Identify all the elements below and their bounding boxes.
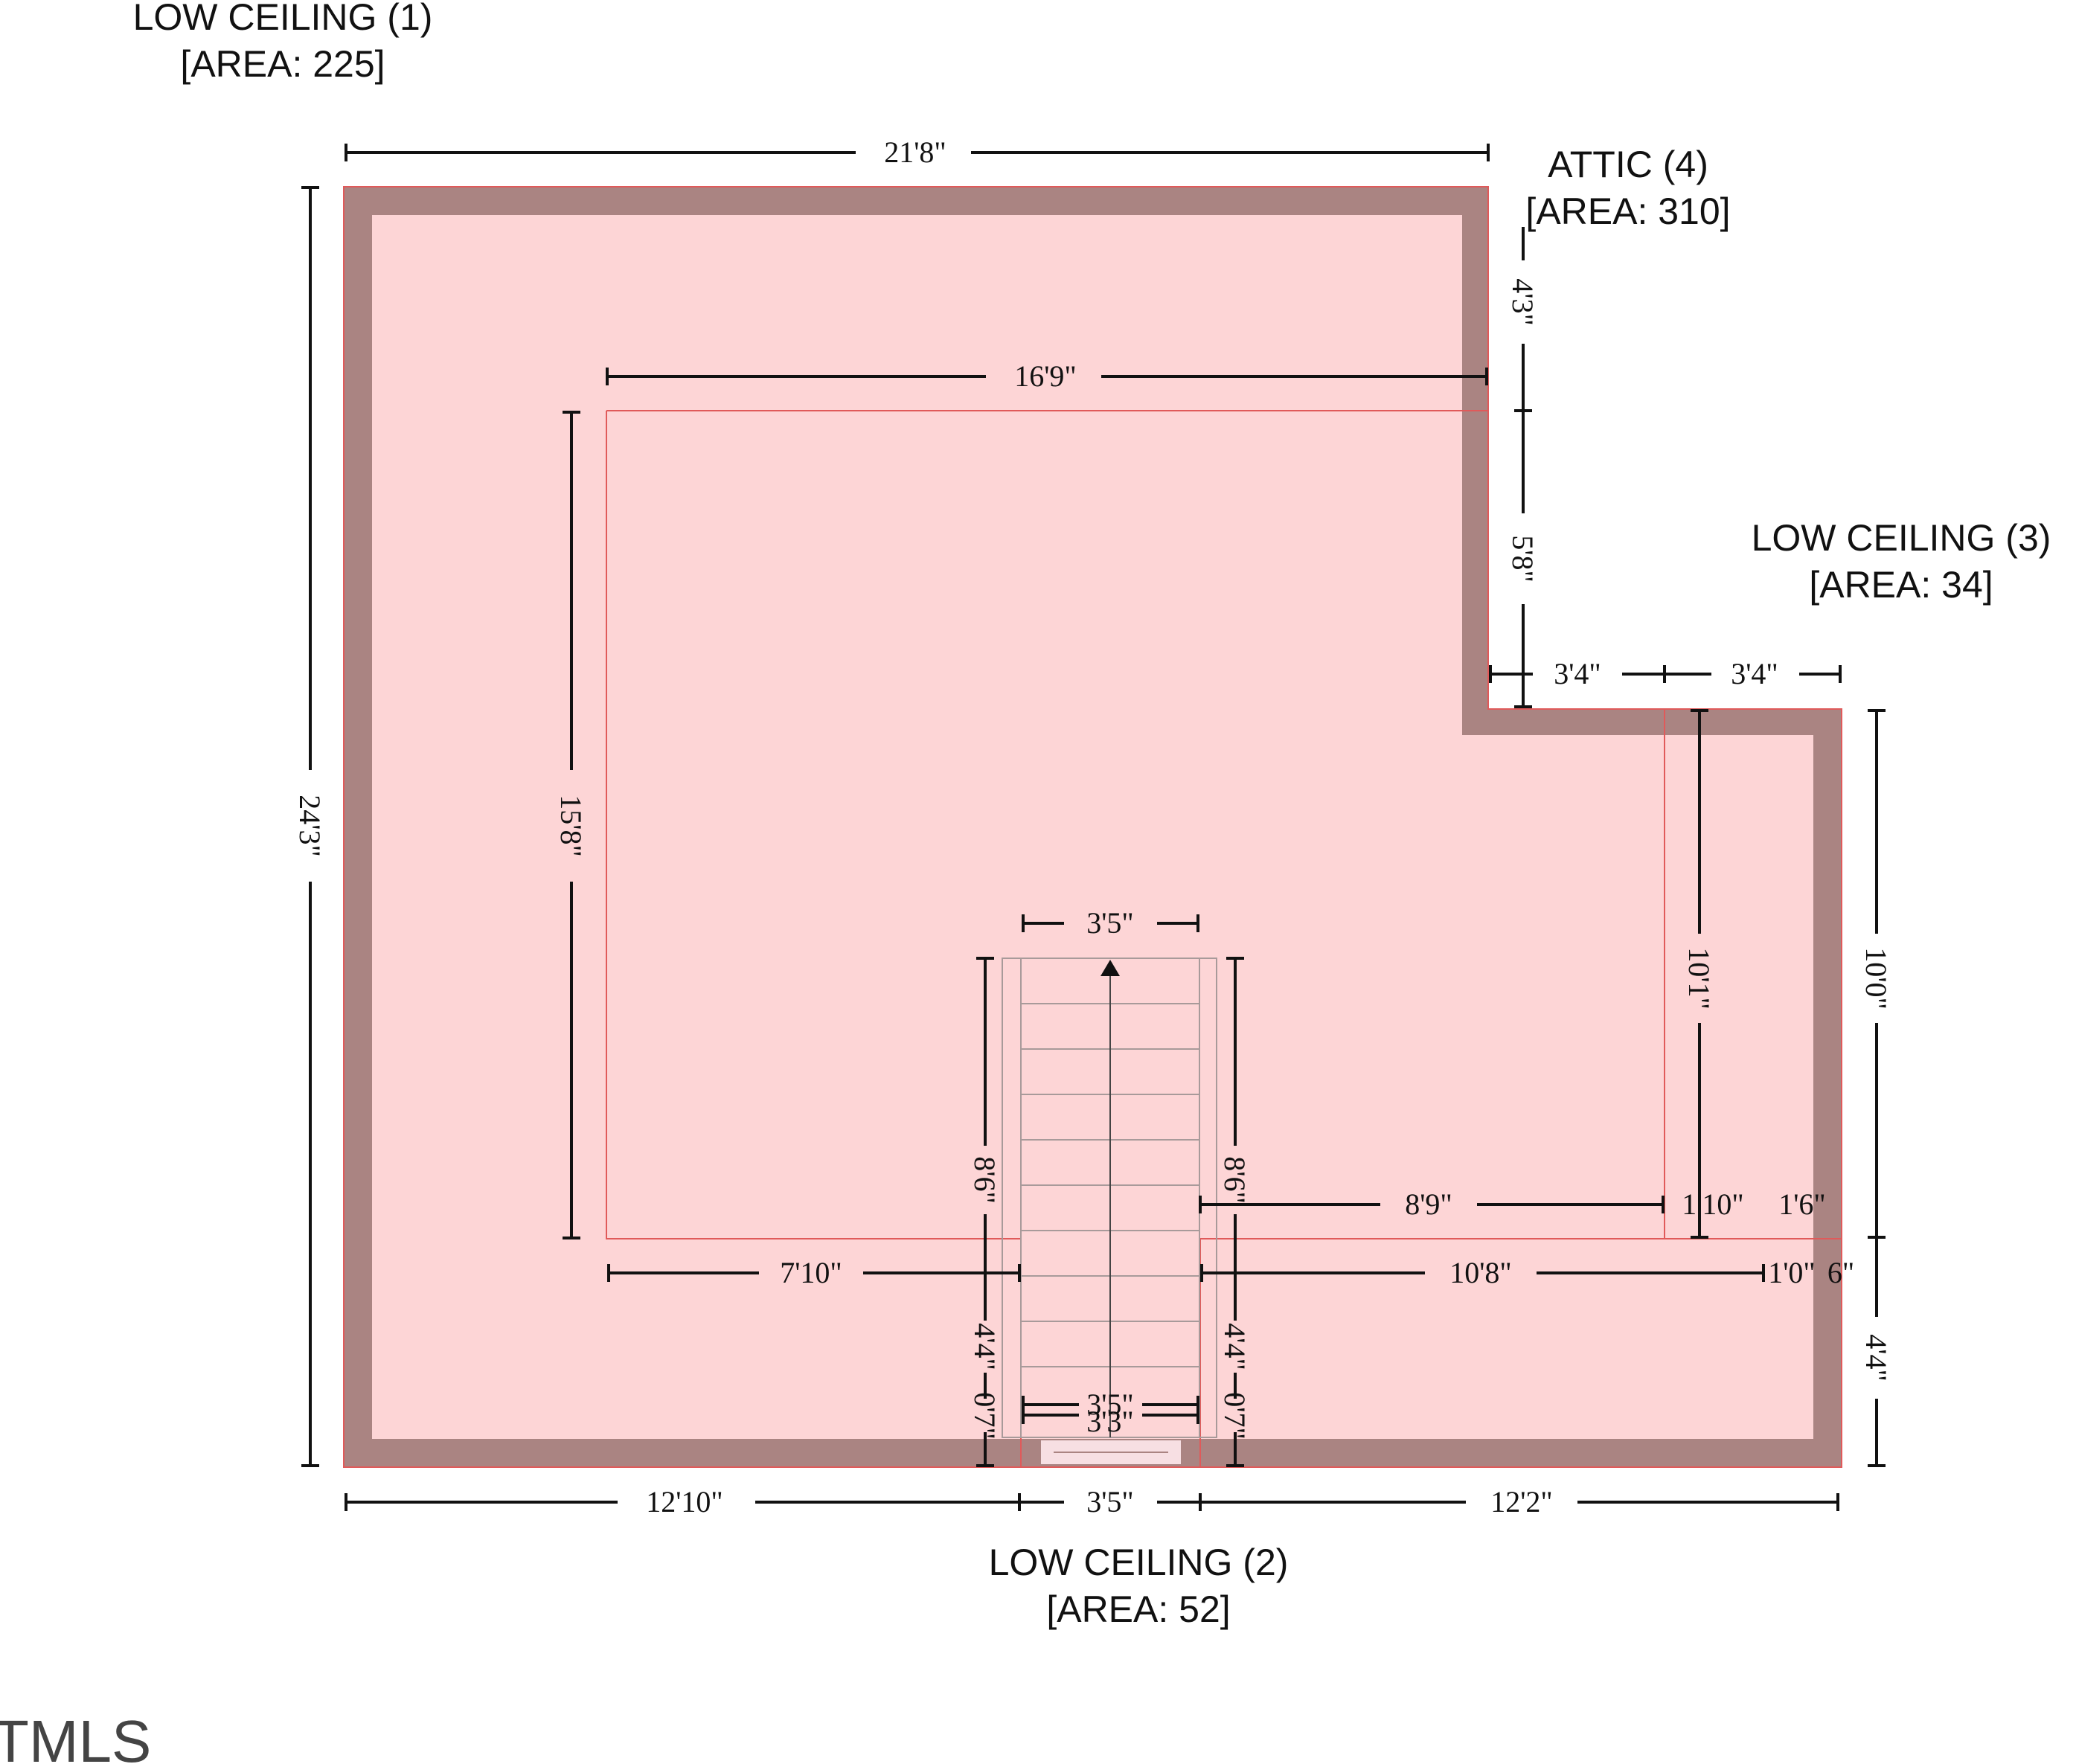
room-area-low-ceiling-2: [AREA: 52]	[1046, 1588, 1230, 1630]
dim-stair-left-tiny: 0'7"	[968, 1392, 1002, 1440]
dim-right-mid: 5'8"	[1506, 535, 1540, 583]
room-name-low-ceiling-1: LOW CEILING (1)	[133, 0, 433, 38]
staircase	[1002, 958, 1217, 1438]
room-area-low-ceiling-1: [AREA: 225]	[180, 43, 385, 85]
dim-bottom-left: 12'10"	[646, 1485, 723, 1518]
watermark: TMLS	[0, 1708, 151, 1764]
dim-stair-right-lower: 4'4"	[1218, 1323, 1252, 1370]
dim-top-width: 21'8"	[884, 135, 946, 169]
dim-left-height: 24'3"	[293, 795, 327, 857]
dim-right-lower-span: 10'8"	[1449, 1256, 1512, 1289]
dim-bottom-right: 12'2"	[1490, 1485, 1553, 1518]
dim-lc3-outer-width: 1'6"	[1778, 1187, 1826, 1221]
room-name-low-ceiling-3: LOW CEILING (3)	[1752, 517, 2051, 559]
room-name-low-ceiling-2: LOW CEILING (2)	[989, 1542, 1289, 1583]
dim-mid-right-span: 8'9"	[1405, 1187, 1452, 1221]
dim-right-upper: 4'3"	[1506, 278, 1540, 326]
dim-stair-right-height: 8'6"	[1218, 1156, 1252, 1204]
dim-bottom-mid: 3'5"	[1086, 1485, 1134, 1518]
dim-attic-width: 16'9"	[1014, 359, 1077, 393]
dim-attic-height: 15'8"	[554, 795, 588, 857]
dim-stair-width-low-b: 3'3"	[1086, 1405, 1134, 1438]
dim-right-end-small-b: 6"	[1827, 1256, 1854, 1289]
dim-stair-width-top: 3'5"	[1086, 906, 1134, 940]
arrow-up-icon	[1101, 960, 1120, 976]
room-area-low-ceiling-3: [AREA: 34]	[1809, 564, 1993, 606]
dim-notch-right: 3'4"	[1731, 657, 1778, 690]
dim-lc3-inner-width: 1'10"	[1682, 1187, 1744, 1221]
dimension-labels: 21'8" 16'9" 24'3" 15'8" 4'3" 5'8" 3'4" 3…	[293, 135, 1893, 1518]
dim-right-height-upper: 10'0"	[1859, 947, 1893, 1010]
dim-lc3-height: 10'1"	[1682, 947, 1716, 1010]
dim-stair-left-height: 8'6"	[968, 1156, 1002, 1204]
room-name-attic-4: ATTIC (4)	[1548, 144, 1708, 185]
dim-left-lower-span: 7'10"	[780, 1256, 842, 1289]
dim-stair-right-tiny: 0'7"	[1218, 1392, 1252, 1440]
dim-stair-left-lower: 4'4"	[968, 1323, 1002, 1370]
attic-boundary-left	[606, 411, 1021, 1239]
dim-stair-width-low-a: 3'5"	[1086, 1388, 1134, 1421]
dim-right-height-lower: 4'4"	[1859, 1334, 1893, 1382]
floor-area	[372, 215, 1813, 1439]
dim-right-end-small: 1'0"	[1768, 1256, 1816, 1289]
dimension-lines	[301, 144, 1886, 1511]
dim-notch-left: 3'4"	[1554, 657, 1601, 690]
room-area-attic-4: [AREA: 310]	[1525, 190, 1730, 232]
